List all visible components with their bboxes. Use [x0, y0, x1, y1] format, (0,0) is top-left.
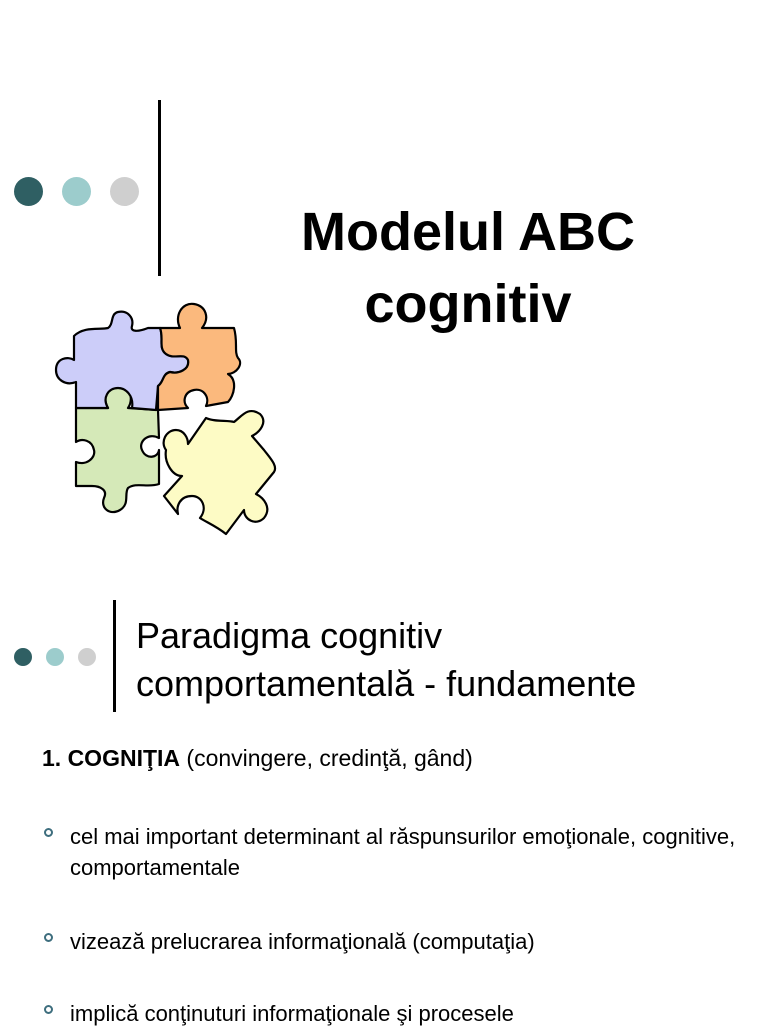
- subtitle-line-2: comportamentală - fundamente: [136, 663, 637, 704]
- puzzle-piece-yellow: [162, 409, 277, 536]
- bullet-text: cel mai important determinant al răspuns…: [70, 824, 736, 880]
- decor-dot-light: [110, 177, 139, 206]
- bullet-circle-icon: [44, 1005, 53, 1014]
- puzzle-piece-green: [74, 384, 161, 514]
- bullet-circle-icon: [44, 828, 53, 837]
- title-line-1: Modelul ABC: [301, 202, 635, 262]
- subtitle-line-1: Paradigma cognitiv: [136, 615, 443, 656]
- section-heading-rest: (convingere, credinţă, gând): [180, 745, 473, 771]
- puzzle-piece-orange: [156, 302, 242, 412]
- title-divider: [158, 100, 161, 276]
- puzzle-pieces-image: [54, 302, 277, 536]
- bullet-circle-icon: [44, 933, 53, 942]
- decor-dot-mid: [62, 177, 91, 206]
- slide-title-text: Modelul ABC cognitiv: [250, 196, 686, 340]
- decor-dot-light: [78, 648, 96, 666]
- slide-content: [0, 576, 768, 1024]
- decor-dot-dark: [14, 648, 32, 666]
- title-line-2: cognitiv: [364, 274, 572, 334]
- decor-dot-mid: [46, 648, 64, 666]
- subtitle-divider: [113, 600, 116, 712]
- section-heading: 1. COGNIŢIA (convingere, credinţă, gând): [42, 743, 473, 773]
- slide-subtitle: Paradigma cognitiv comportamentală - fun…: [136, 612, 756, 708]
- bullet-text: implică conţinuturi informaţionale şi pr…: [70, 1001, 514, 1026]
- section-heading-bold: 1. COGNIŢIA: [42, 745, 181, 771]
- decor-dot-dark: [14, 177, 43, 206]
- slide-title: Modelul ABC cognitiv: [14, 100, 686, 536]
- bullet-text: vizează prelucrarea informaţională (comp…: [70, 929, 535, 954]
